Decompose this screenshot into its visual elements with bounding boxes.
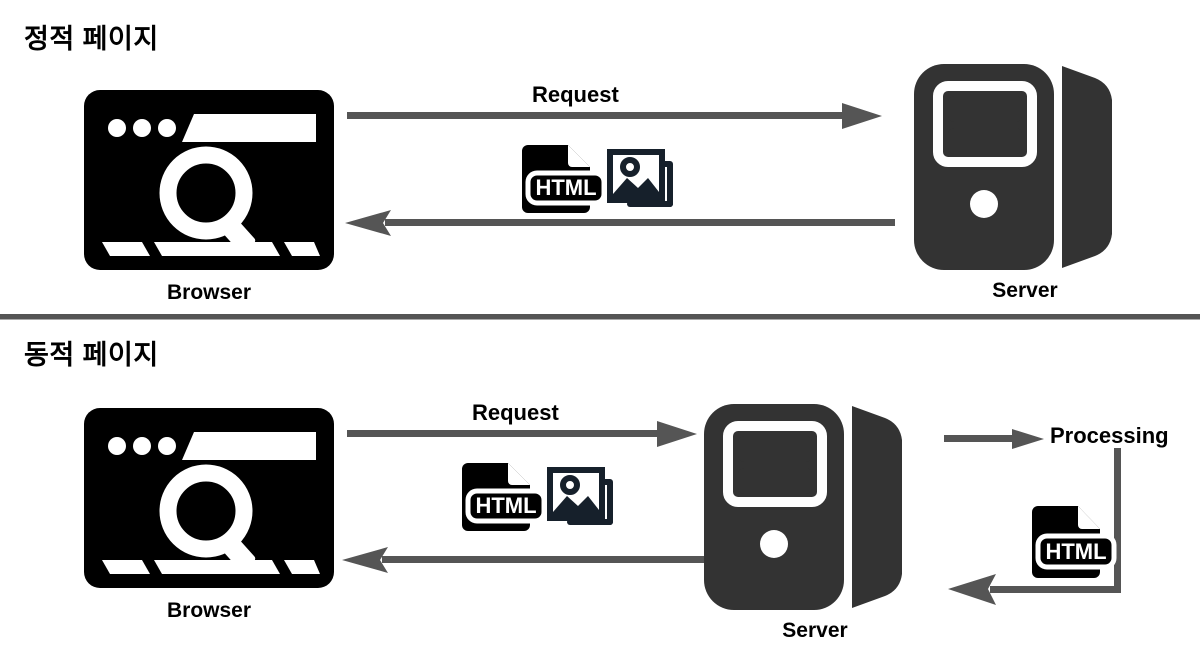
dynamic-request-arrow: [347, 421, 697, 447]
server-icon: [704, 404, 902, 610]
dynamic-request-label: Request: [472, 400, 559, 425]
dynamic-html-file-text: HTML: [475, 493, 536, 518]
server-icon: [914, 64, 1112, 270]
section-divider: [0, 314, 1200, 320]
dynamic-browser-node: Browser: [84, 408, 334, 621]
dynamic-image-file-icon: [547, 467, 618, 530]
static-page-section: 정적 페이지 Browser Request: [0, 0, 1200, 318]
processing-label: Processing: [1050, 423, 1169, 448]
static-response-arrow: [345, 210, 895, 236]
dynamic-page-section: 동적 페이지 Browser Request: [0, 318, 1200, 648]
static-html-file-icon: HTML: [518, 145, 607, 213]
processing-html-file-icon: HTML: [1028, 506, 1117, 578]
static-server-node: Server: [910, 62, 1140, 301]
static-request-label: Request: [532, 82, 619, 107]
dynamic-html-file-icon: HTML: [458, 463, 547, 531]
processing-arrow: [944, 428, 1044, 450]
static-image-file-icon: [607, 149, 678, 212]
browser-icon: [84, 90, 334, 270]
static-section-title: 정적 페이지: [24, 24, 159, 54]
static-browser-label: Browser: [166, 281, 252, 304]
static-server-label: Server: [992, 279, 1058, 302]
dynamic-section-title: 동적 페이지: [24, 340, 159, 370]
dynamic-browser-label: Browser: [166, 599, 252, 622]
dynamic-server-label: Server: [782, 619, 848, 642]
processing-return-arrow: [944, 448, 1134, 605]
static-html-file-text: HTML: [535, 175, 596, 200]
static-browser-node: Browser: [84, 90, 334, 303]
static-request-arrow: [347, 103, 882, 129]
dynamic-response-arrow: [342, 547, 707, 573]
processing-html-file-text: HTML: [1045, 539, 1106, 564]
dynamic-server-node: Server: [700, 402, 930, 641]
browser-icon: [84, 408, 334, 588]
